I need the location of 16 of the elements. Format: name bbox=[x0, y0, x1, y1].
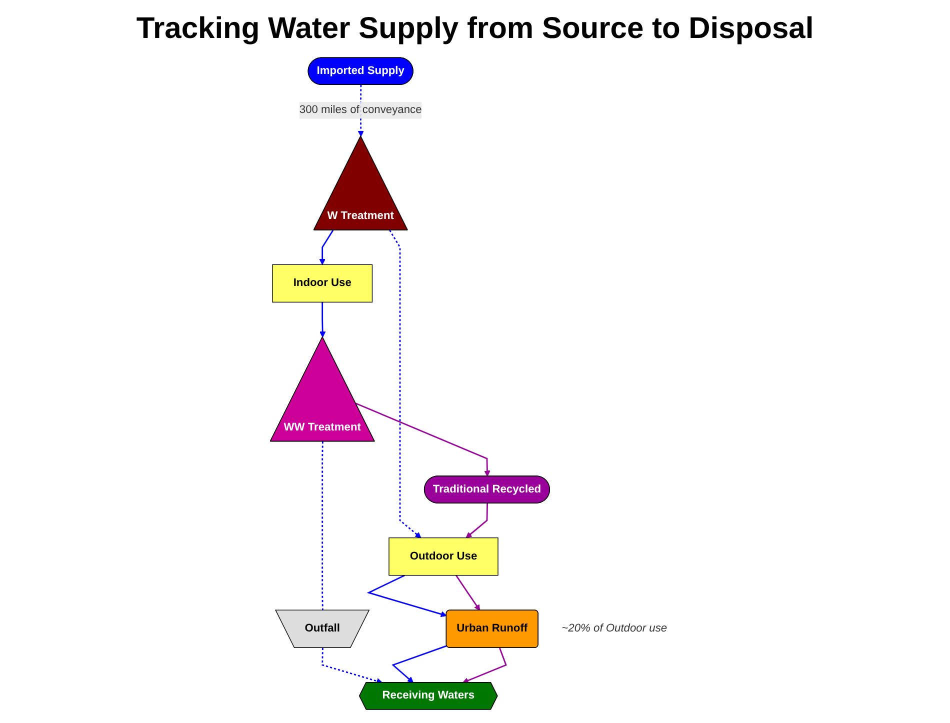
connector bbox=[322, 442, 324, 610]
node-box: Indoor Use bbox=[272, 264, 373, 303]
node-box: Outdoor Use bbox=[388, 537, 498, 576]
arrow bbox=[320, 302, 326, 338]
arrow bbox=[319, 230, 334, 265]
arrow bbox=[389, 230, 422, 538]
node-label: ~20% of Outdoor use bbox=[562, 622, 668, 634]
arrow bbox=[366, 574, 447, 618]
arrow bbox=[322, 648, 383, 684]
edge-label: 300 miles of conveyance bbox=[299, 104, 422, 116]
diagram-title: Tracking Water Supply from Source to Disposal bbox=[135, 12, 815, 46]
arrow bbox=[355, 402, 490, 477]
arrow bbox=[462, 648, 507, 684]
arrow bbox=[392, 645, 448, 683]
arrow bbox=[466, 503, 488, 538]
arrow bbox=[456, 574, 480, 611]
